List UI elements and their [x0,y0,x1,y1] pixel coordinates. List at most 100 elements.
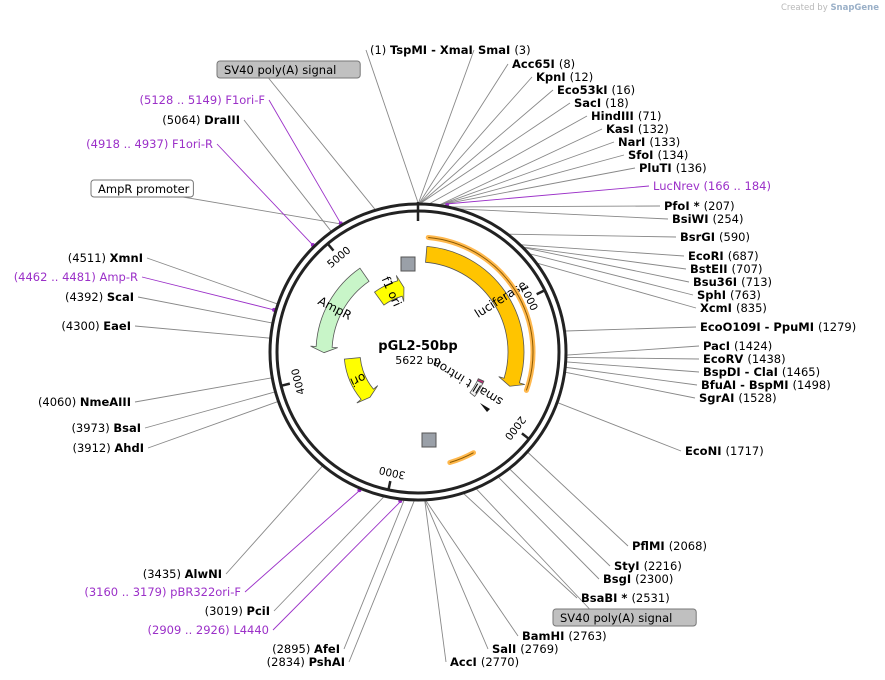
leader-line-tspmi [365,49,419,204]
promoter-square [400,256,416,272]
leader-line-f1ori-r [216,143,313,245]
leader-line-smai [418,49,475,204]
site-label-ahdi: (3912) AhdI [72,441,144,455]
site-label-l4440: (2909 .. 2926) L4440 [148,623,269,637]
site-position: (713) [741,275,772,289]
site-label-pflmi: PflMI (2068) [632,539,707,553]
site-position: (590) [719,230,750,244]
site-label-sali: SalI (2769) [492,642,559,656]
site-position: (4300) [61,319,103,333]
leader-line-pshai [348,500,415,663]
leader-line-kasi [439,128,603,206]
leader-line-bsteii [523,246,687,270]
site-name: EcoRV [703,352,747,366]
site-position: (2909 .. 2926) [148,623,234,637]
site-position: (4511) [68,251,110,265]
site-position: (2895) [272,642,314,656]
site-label-afei: (2895) AfeI [272,642,340,656]
site-name: F1ori-R [172,137,213,151]
credit-prefix: Created by [780,3,828,13]
site-label-bsabi: BsaBI * (2531) [581,591,670,605]
site-label-bsgi: BsgI (2300) [603,572,673,586]
site-name: KasI [606,122,638,136]
plasmid-length: 5622 bp [395,354,440,367]
leader-line-amp-r [141,276,274,311]
site-name: SacI [574,96,605,110]
site-position: (3973) [71,421,113,435]
site-name: TspMI [390,43,427,57]
leader-line-sphi [530,253,694,296]
site-suffix: - BspMI [740,378,792,392]
leader-line-econi [557,402,682,452]
tick-mark [521,432,530,440]
site-position: (8) [559,57,575,71]
site-suffix: - ClaI [745,365,782,379]
site-label-f1ori-r: (4918 .. 4937) F1ori-R [86,137,213,151]
orf-arc-line [428,236,534,391]
site-name: F1ori-F [225,93,265,107]
site-label-eaei: (4300) EaeI [61,319,131,333]
site-name: BsaBI * [581,591,631,605]
leader-line-bsrgi [509,233,677,238]
tick-mark [536,289,546,296]
site-label-xcmi: XcmI (835) [700,301,767,315]
site-name: XmnI [110,251,143,265]
site-name: L4440 [233,623,269,637]
site-label-bsiwi: BsiWI (254) [672,212,743,226]
leader-line-ecorv [566,356,700,360]
leader-line-paci [566,345,700,356]
site-name: SfoI [628,148,657,162]
site-position: (2763) [568,629,606,643]
site-position: (687) [728,249,759,263]
site-position: (1717) [725,444,763,458]
label-box-sv40-poly-a-signal [552,608,697,627]
leader-line-sv40-poly-a-signal [261,69,376,210]
leader-line-ecori [521,244,685,257]
site-position: (4918 .. 4937) [86,137,172,151]
site-label-pshai: (2834) PshAI [267,655,345,669]
site-position: (3912) [72,441,114,455]
site-position: (3435) [143,567,185,581]
site-name: KpnI [536,70,570,84]
leader-line-ahdi [147,401,278,449]
leader-line-sgrai [565,371,696,399]
site-name: StyI [614,559,644,573]
site-label-bsu36i: Bsu36I (713) [693,275,772,289]
leader-line-saci [420,102,571,204]
site-position: (1465) [782,365,820,379]
site-label-pluti: PluTI (136) [639,161,707,175]
site-label-styi: StyI (2216) [614,559,682,573]
feature-f1-ori [373,275,405,306]
site-position: (835) [736,301,767,315]
site-label-bsteii: BstEII (707) [690,262,762,276]
site-name: BsiWI [672,212,713,226]
site-position: (166 .. 184) [703,179,771,193]
feature-sv40-nls [476,378,485,384]
site-name: HindIII [591,109,638,123]
feature-luciferase [425,245,525,387]
site-position: (5064) [162,113,204,127]
site-name: Eco53kI [557,83,612,97]
leader-line-draiii [243,119,332,232]
site-position: (134) [657,148,688,162]
site-label-kpni: KpnI (12) [536,70,593,84]
site-name: BstEII [690,262,732,276]
site-name: AfeI [314,642,340,656]
feature-ori [343,357,379,404]
site-position: (2769) [520,642,558,656]
site-label-bsai: (3973) BsaI [71,421,141,435]
site-label-ecori: EcoRI (687) [688,249,759,263]
label-box-sv40-poly-a-signal [216,60,361,79]
site-name: PshAI [309,655,345,669]
leader-line-pbr322ori-f [244,490,360,593]
tick-label: 4000 [290,367,308,396]
site-label-paci: PacI (1424) [703,339,772,353]
site-name: BamHI [522,629,568,643]
site-position: (3) [514,43,530,57]
site-label-smai: SmaI (3) [478,43,531,57]
site-label-draiii: (5064) DraIII [162,113,240,127]
site-position: (132) [638,122,669,136]
site-position: (207) [704,199,735,213]
site-name: EaeI [103,319,131,333]
leader-line-pfoi [452,205,661,208]
